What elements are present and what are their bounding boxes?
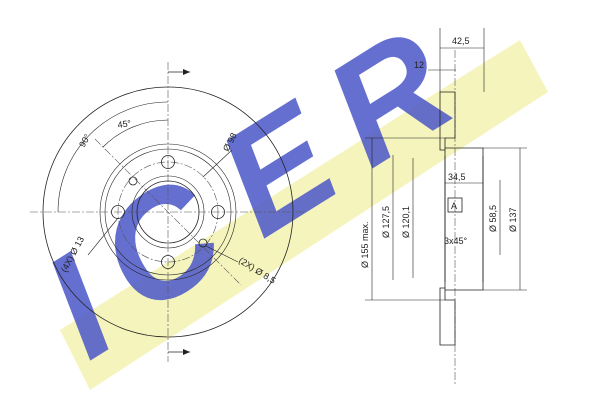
hat-diameter-label: Ø 137 <box>508 207 518 232</box>
brand-watermark: I C E R <box>16 0 548 390</box>
outer-diameter-label: Ø 155 max. <box>360 221 370 268</box>
section-arrow-bottom <box>183 349 190 355</box>
section-view: 42,5 12 34,5 Ø 155 max. Ø 127,5 Ø 120,1 … <box>360 28 527 385</box>
angle-45-label: 45° <box>117 118 132 130</box>
angle-arc-90 <box>57 101 169 213</box>
datum-label: A <box>451 201 457 211</box>
bolt-hole <box>211 205 225 219</box>
diagonal-centerline <box>94 138 242 286</box>
leader-small-hole <box>205 245 239 263</box>
center-bore-label: Ø 58,5 <box>488 205 498 232</box>
brand-logo: I C E R <box>16 0 479 389</box>
leader-bolt-hole <box>87 217 119 256</box>
bolt-hole <box>161 155 175 169</box>
flange-offset-label: 12 <box>414 60 424 70</box>
brand-band <box>60 40 548 390</box>
section-arrow-top <box>183 69 190 75</box>
leader-pcd <box>202 149 233 178</box>
overall-width-label: 42,5 <box>452 36 470 46</box>
chamfer-label: 3x45° <box>444 236 468 246</box>
disc-section-outline <box>439 91 484 346</box>
angle-arc-45 <box>102 119 169 148</box>
datum-box <box>447 197 463 213</box>
hat-depth-label: 34,5 <box>448 172 466 182</box>
dia-127-label: Ø 127,5 <box>381 206 391 238</box>
dia-120-label: Ø 120,1 <box>401 206 411 238</box>
